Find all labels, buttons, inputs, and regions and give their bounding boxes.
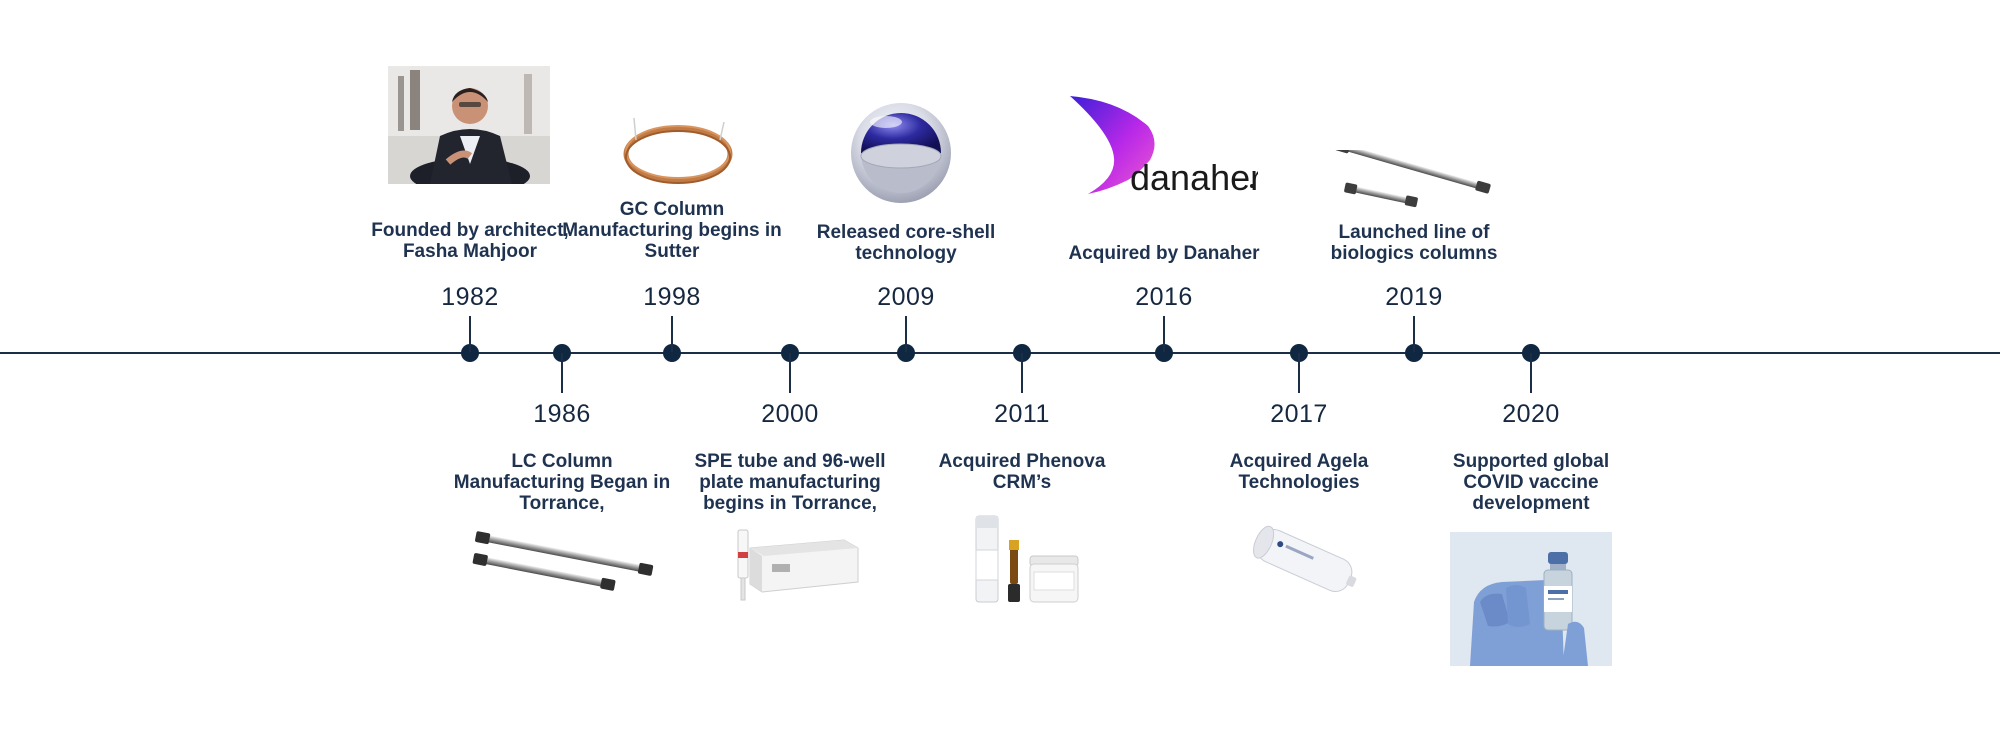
milestone-description: Acquired Phenova CRM’s xyxy=(938,451,1106,493)
danaher-logo-text: danaher xyxy=(1130,157,1258,198)
milestone-stem xyxy=(671,316,673,352)
milestone-stem xyxy=(1413,316,1415,352)
milestone-stem xyxy=(469,316,471,352)
vaccine-vial-photo-image xyxy=(1450,532,1612,666)
milestone-description: SPE tube and 96-well plate manufacturing… xyxy=(694,451,886,514)
milestone-dot xyxy=(1405,344,1423,362)
milestone-year: 2020 xyxy=(1502,400,1560,428)
milestone-stem xyxy=(561,353,563,393)
milestone-stem xyxy=(1163,316,1165,352)
lc-columns-image xyxy=(472,530,656,592)
milestone-dot xyxy=(1155,344,1173,362)
milestone-description: GC Column Manufacturing begins in Sutter xyxy=(562,199,782,262)
milestone-year: 1998 xyxy=(643,283,701,311)
milestone-stem xyxy=(905,316,907,352)
milestone-year: 2000 xyxy=(761,400,819,428)
milestone-year: 2011 xyxy=(994,400,1050,428)
milestone-description: LC Column Manufacturing Began in Torranc… xyxy=(453,451,671,514)
milestone-year: 2019 xyxy=(1385,283,1443,311)
milestone-dot xyxy=(663,344,681,362)
flash-cartridge-image xyxy=(1246,516,1364,606)
milestone-stem xyxy=(789,353,791,393)
founder-photo-image xyxy=(388,66,550,194)
gc-column-coil-image xyxy=(620,112,736,186)
milestone-dot xyxy=(897,344,915,362)
milestone-description: Supported global COVID vaccine developme… xyxy=(1452,451,1610,514)
milestone-year: 2009 xyxy=(877,283,935,311)
milestone-description: Released core-shell technology xyxy=(816,222,996,264)
milestone-description: Acquired by Danaher xyxy=(1068,243,1260,264)
milestone-year: 1982 xyxy=(441,283,499,311)
milestone-year: 2016 xyxy=(1135,283,1193,311)
milestone-stem xyxy=(1298,353,1300,393)
core-shell-particle-image xyxy=(848,100,954,206)
danaher-logo-image: danaher xyxy=(1068,94,1262,198)
milestone-description: Acquired Agela Technologies xyxy=(1229,451,1369,493)
milestone-stem xyxy=(1530,353,1532,393)
milestone-dot xyxy=(461,344,479,362)
milestone-description: Founded by architect, Fasha Mahjoor xyxy=(371,220,569,262)
milestone-stem xyxy=(1021,353,1023,393)
spe-plate-and-tube-image xyxy=(732,526,862,608)
crm-bottles-image xyxy=(968,510,1084,610)
milestone-description: Launched line of biologics columns xyxy=(1330,222,1498,264)
milestone-year: 2017 xyxy=(1270,400,1328,428)
milestone-year: 1986 xyxy=(533,400,591,428)
biologics-columns-image xyxy=(1332,140,1492,212)
timeline-axis xyxy=(0,352,2000,354)
